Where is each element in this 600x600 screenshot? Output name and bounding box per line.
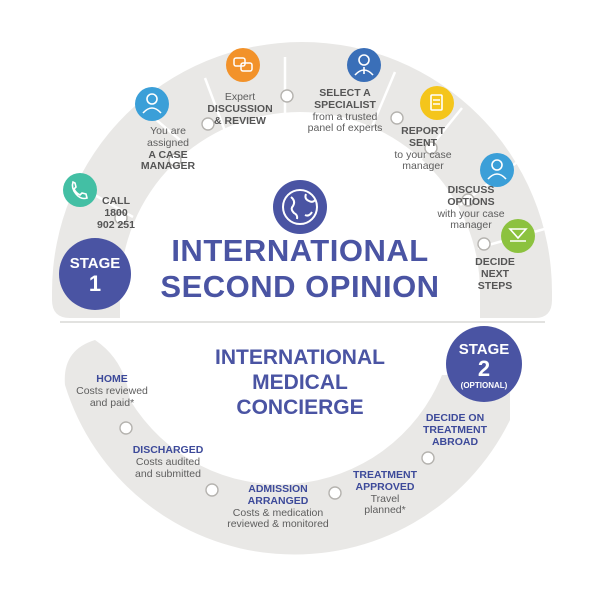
step-discussion: Expert DISCUSSION & REVIEW: [207, 91, 273, 127]
step-call: CALL 1800 902 251: [97, 195, 135, 231]
step-discharged: DISCHARGED Costs audited and submitted: [132, 444, 204, 480]
main-title-line1: INTERNATIONAL: [171, 233, 429, 268]
stage2-arrows: [119, 421, 435, 500]
step-specialist: SELECT A SPECIALIST from a trusted panel…: [307, 87, 383, 135]
specialist-icon: [347, 48, 381, 82]
globe-icon: [273, 180, 327, 234]
main-title: INTERNATIONAL SECOND OPINION: [0, 233, 600, 305]
concierge-title-line2: MEDICAL: [252, 370, 348, 394]
stage2-word: STAGE: [458, 341, 510, 358]
concierge-title-line1: INTERNATIONAL: [215, 346, 385, 369]
step-decide-next: DECIDE NEXT STEPS: [475, 256, 515, 292]
main-title-line2: SECOND OPINION: [160, 269, 440, 304]
step-case-manager: You are assigned A CASE MANAGER: [140, 125, 196, 173]
phone-icon: [63, 173, 97, 207]
person-icon: [135, 87, 169, 121]
stage1-label: STAGE 1: [59, 256, 131, 295]
stage2-label: STAGE 2 (OPTIONAL): [446, 342, 522, 390]
step-decide-treatment: DECIDE ON TREATMENT ABROAD: [423, 412, 487, 448]
step-report: REPORT SENT to your case manager: [394, 125, 452, 173]
concierge-title-line3: CONCIERGE: [236, 395, 364, 419]
concierge-title: INTERNATIONAL MEDICAL CONCIERGE: [0, 346, 600, 420]
report-icon: [420, 86, 454, 120]
stage1-dividers: [66, 57, 549, 250]
step-treatment-approved: TREATMENT APPROVED Travel planned*: [353, 469, 417, 517]
chat-icon: [226, 48, 260, 82]
stage2-badge: [446, 326, 522, 402]
stage1-arrows: [114, 89, 491, 251]
stage1-number: 1: [88, 271, 102, 296]
stage1-word: STAGE: [69, 255, 121, 272]
stage2-number: 2: [477, 356, 491, 381]
stage2-band: [64, 340, 510, 555]
stage1-badge: [59, 238, 131, 310]
step-admission: ADMISSION ARRANGED Costs & medication re…: [227, 483, 329, 531]
chevron-down-icon: [501, 219, 535, 253]
step-home: HOME Costs reviewed and paid*: [76, 373, 148, 409]
step-discuss-options: DISCUSS OPTIONS with your case manager: [437, 184, 505, 232]
stage2-note: (OPTIONAL): [460, 381, 508, 390]
person-icon: [480, 153, 514, 187]
